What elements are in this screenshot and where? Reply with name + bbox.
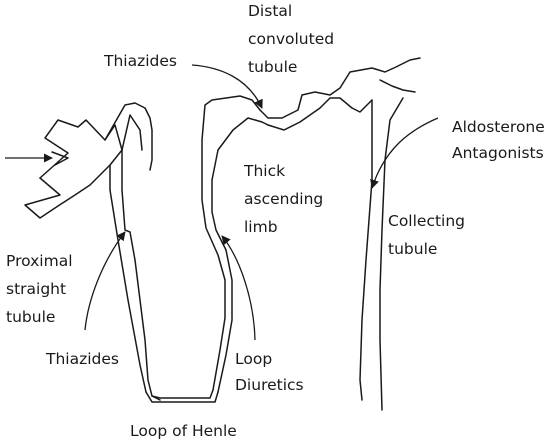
descending-limb-outer [122, 150, 160, 400]
proximal-inner-top [122, 115, 142, 150]
collecting-tubule-left [360, 100, 372, 400]
collecting-tubule-top [380, 80, 415, 92]
ascending-limb-inner [202, 96, 260, 390]
distal-tubule-lower [268, 98, 372, 130]
label-loop-of-henle: Loop of Henle [130, 422, 237, 440]
label-thick-ascending-limb: Thick ascending limb [243, 162, 328, 236]
afferent-notch [52, 152, 68, 165]
proximal-top [105, 103, 152, 170]
loop-bottom-inner [152, 390, 213, 398]
bowman-capsule-outline [25, 150, 122, 218]
label-thiazides-bottom: Thiazides [45, 350, 119, 368]
label-thiazides-top: Thiazides [103, 52, 177, 70]
label-distal-convoluted-tubule: Distal convoluted tubule [248, 2, 339, 76]
labels: Distal convoluted tubule Thiazides Aldos… [6, 2, 550, 440]
aldosterone-arrow [372, 118, 438, 188]
label-loop-diuretics: Loop Diuretics [235, 350, 304, 394]
label-proximal-straight-tubule: Proximal straight tubule [6, 252, 77, 326]
label-aldosterone-antagonists: Aldosterone Antagonists [452, 118, 550, 162]
label-collecting-tubule: Collecting tubule [388, 212, 470, 258]
